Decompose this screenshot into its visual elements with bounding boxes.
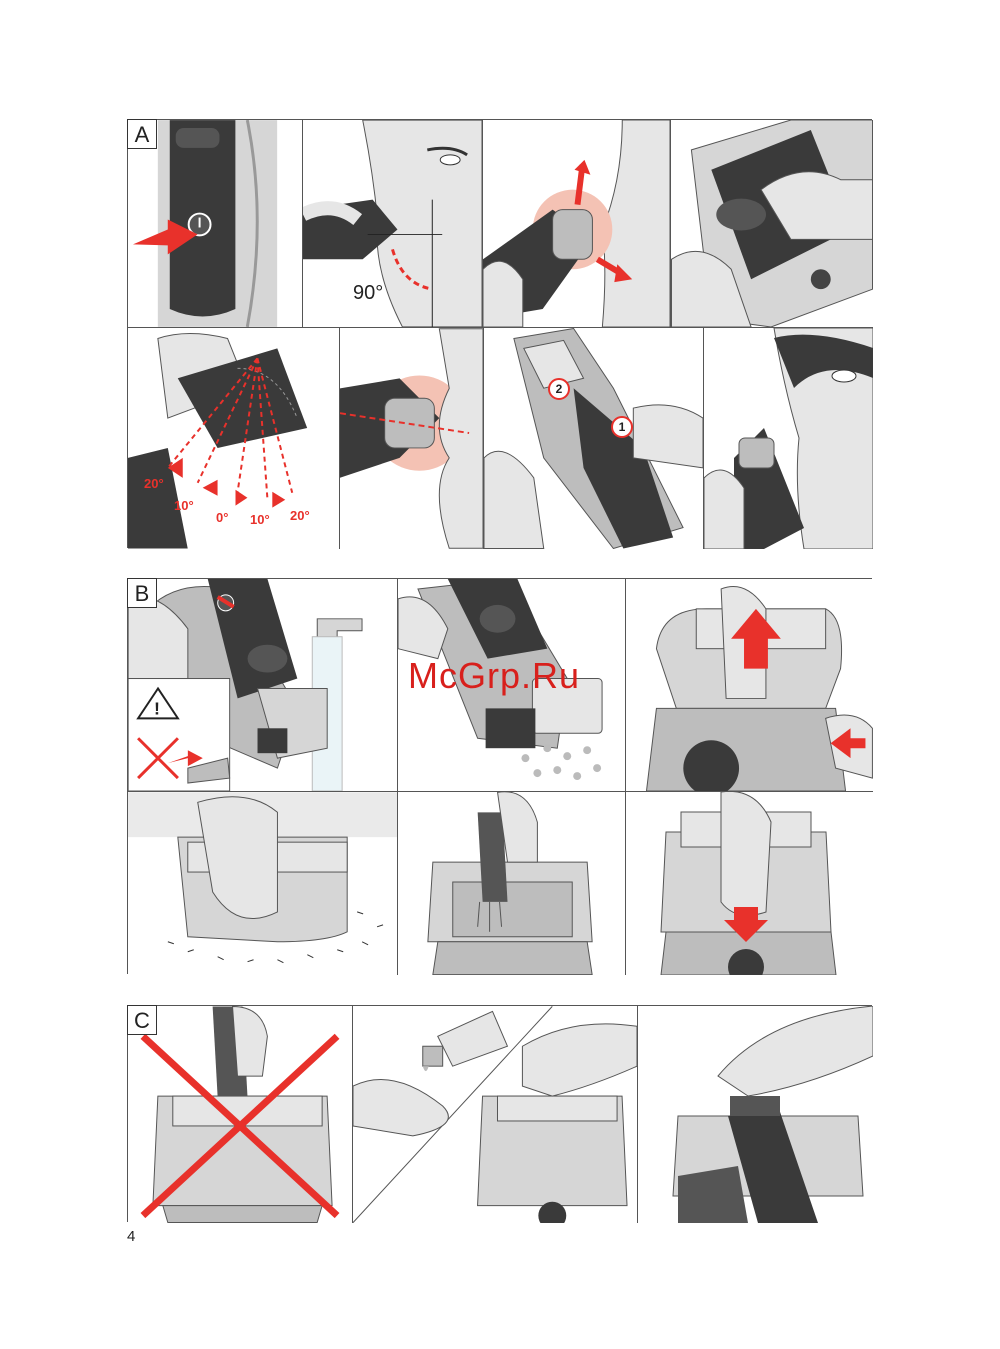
step-1-badge: 1 <box>611 416 633 438</box>
section-b: B ! <box>127 578 872 974</box>
a2-shaving-angle-illustration: 90° <box>303 120 483 328</box>
a5-head-angles-illustration: 20° 10° 0° 10° 20° <box>128 328 340 549</box>
angle-90-label: 90° <box>353 282 383 305</box>
section-a-label: A <box>127 119 157 149</box>
c1-no-brush-illustration <box>128 1006 353 1223</box>
section-c-label: C <box>127 1005 157 1035</box>
section-b-label: B <box>127 578 157 608</box>
angle-20-left-label: 20° <box>144 476 164 491</box>
angle-0-label: 0° <box>216 510 228 525</box>
a6-upper-lip-illustration <box>340 328 484 549</box>
b4-tap-cassette-illustration <box>128 792 398 975</box>
svg-text:!: ! <box>154 698 160 718</box>
section-a: A 90° <box>127 119 872 548</box>
a8-trimmer-sideburn-illustration <box>704 328 873 549</box>
c2-oil-illustration <box>353 1006 638 1223</box>
angle-10-left-label: 10° <box>174 498 194 513</box>
a3-flex-head-illustration <box>483 120 671 328</box>
b5-brush-clean-illustration <box>398 792 626 975</box>
angle-20-right-label: 20° <box>290 508 310 523</box>
page-number: 4 <box>127 1228 135 1245</box>
watermark: McGrp.Ru <box>408 655 580 697</box>
a1-switch-on-illustration <box>128 120 303 328</box>
b6-reattach-cassette-illustration <box>626 792 873 975</box>
section-c: C <box>127 1005 872 1222</box>
b3-remove-foil-illustration <box>626 579 873 792</box>
c3-trimmer-oil-illustration <box>638 1006 873 1223</box>
step-2-badge: 2 <box>548 378 570 400</box>
angle-10-right-label: 10° <box>250 512 270 527</box>
a7-trimmer-extend-illustration: 2 1 <box>484 328 704 549</box>
a4-switch-off-illustration <box>671 120 873 328</box>
b1-rinse-illustration: ! <box>128 579 398 792</box>
